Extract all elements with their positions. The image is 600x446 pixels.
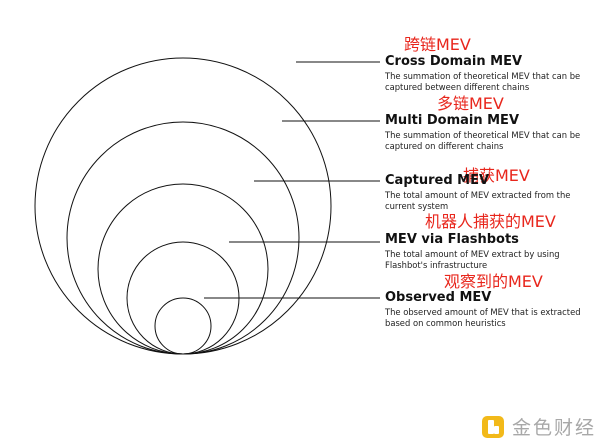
multi-domain-description: The summation of theoretical MEV that ca…	[385, 130, 581, 152]
circle-cross-domain	[34, 57, 332, 355]
multi-domain-translation: 多链MEV	[437, 94, 504, 113]
captured-label: Captured MEV The total amount of MEV ext…	[385, 173, 595, 213]
observed-translation: 观察到的MEV	[444, 272, 543, 291]
observed-description: The observed amount of MEV that is extra…	[385, 307, 581, 329]
flashbots-title: MEV via Flashbots	[385, 232, 519, 247]
observed-title: Observed MEV	[385, 290, 492, 305]
cross-domain-label: Cross Domain MEV The summation of theore…	[385, 54, 595, 94]
captured-description: The total amount of MEV extracted from t…	[385, 190, 571, 212]
captured-translation: 捕获MEV	[463, 166, 530, 185]
jinse-finance-logo-icon	[482, 415, 504, 438]
multi-domain-label: Multi Domain MEV The summation of theore…	[385, 113, 595, 153]
cross-domain-description: The summation of theoretical MEV that ca…	[385, 71, 581, 93]
circle-multi-domain	[66, 121, 300, 355]
cross-domain-translation: 跨链MEV	[404, 35, 471, 54]
flashbots-translation: 机器人捕获的MEV	[425, 212, 556, 231]
cross-domain-title: Cross Domain MEV	[385, 54, 523, 69]
circle-captured	[97, 183, 269, 355]
observed-label: Observed MEV The observed amount of MEV …	[385, 290, 595, 330]
flashbots-description: The total amount of MEV extract by using…	[385, 249, 560, 271]
watermark-text: 金色财经	[512, 417, 597, 439]
watermark: 金色财经	[482, 413, 596, 440]
multi-domain-title: Multi Domain MEV	[385, 113, 519, 128]
circle-observed	[154, 297, 212, 355]
captured-title: Captured MEV	[385, 173, 490, 188]
flashbots-label: MEV via Flashbots The total amount of ME…	[385, 232, 595, 272]
